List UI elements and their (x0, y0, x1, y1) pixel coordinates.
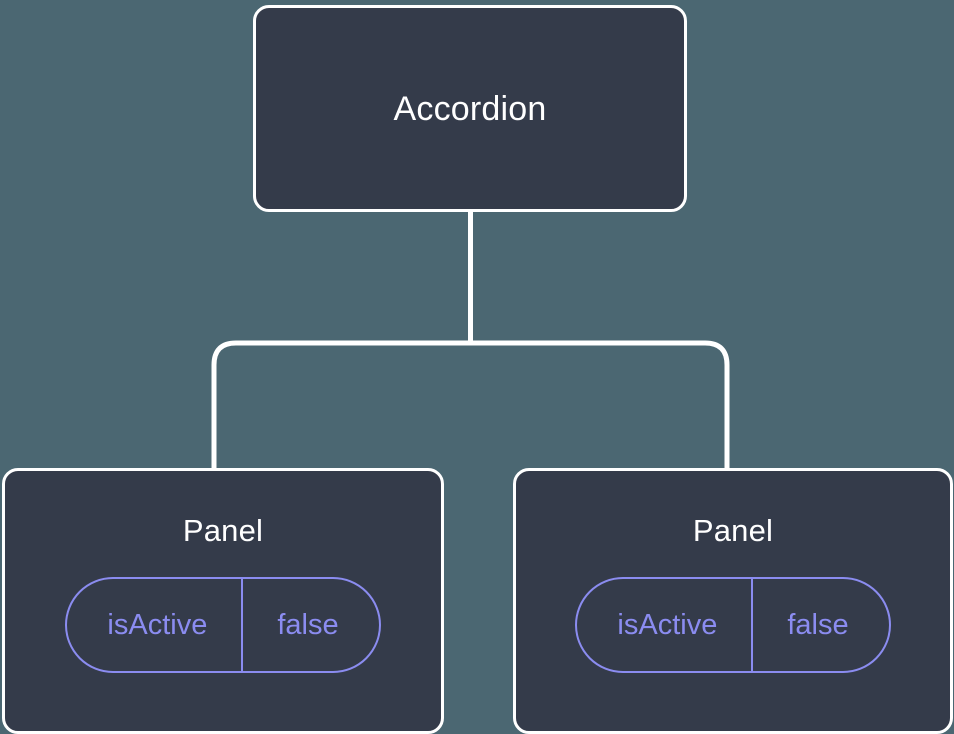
state-key-label: isActive (577, 579, 754, 671)
node-panel-1[interactable]: Panel isActive false (2, 468, 444, 734)
node-panel-2-title: Panel (692, 513, 774, 548)
state-value-label: false (277, 608, 339, 641)
node-panel-2[interactable]: Panel isActive false (513, 468, 953, 734)
state-badge-panel-2[interactable]: isActive false (575, 577, 891, 673)
state-value-label: false (787, 608, 849, 641)
connector-branch-right (470, 340, 730, 470)
state-badge-panel-1[interactable]: isActive false (65, 577, 381, 673)
node-panel-1-title: Panel (182, 513, 264, 548)
connector-branch-left (211, 340, 471, 470)
state-key-label: isActive (67, 579, 244, 671)
node-accordion-title: Accordion (393, 89, 547, 128)
node-accordion[interactable]: Accordion (253, 5, 687, 212)
